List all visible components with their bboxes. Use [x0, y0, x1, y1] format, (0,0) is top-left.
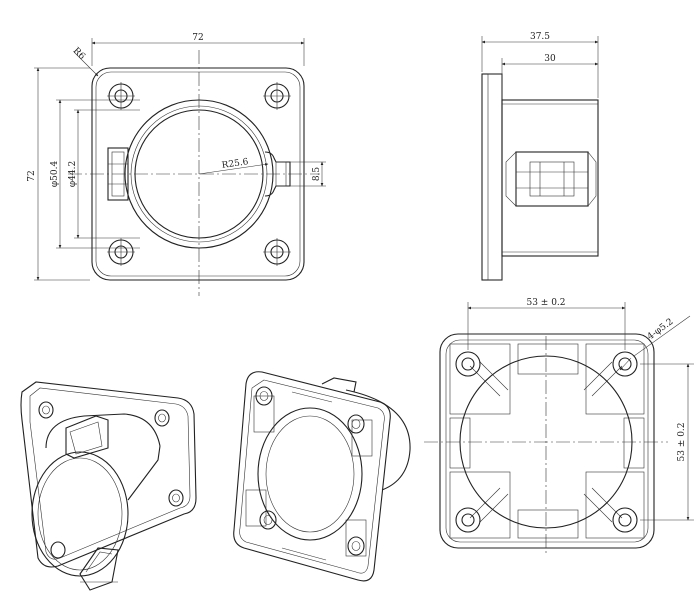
- dim-dia-44-2: φ44.2: [68, 161, 78, 187]
- dim-side-30: 30: [544, 54, 556, 64]
- dim-radius-25-6: R25.6: [221, 157, 249, 171]
- back-hole-tr: [612, 351, 638, 377]
- front-view: 72 72 φ50.4 φ44.2 R6 R25.6 8.5: [27, 33, 326, 296]
- back-hole-br: [612, 507, 638, 533]
- dim-back-53-vertical: 53 ± 0.2: [677, 422, 687, 461]
- dim-back-53-horizontal: 53 ± 0.2: [526, 298, 565, 308]
- dim-slot-8-5: 8.5: [312, 167, 322, 182]
- isometric-front: [20, 381, 197, 591]
- back-view: 53 ± 0.2 53 ± 0.2 4-φ5.2: [424, 298, 694, 556]
- back-hole-tl: [455, 351, 481, 377]
- back-hole-bl: [455, 507, 481, 533]
- dim-width-72: 72: [192, 33, 203, 43]
- side-view: 37.5 30: [481, 32, 599, 281]
- dim-height-72: 72: [27, 170, 37, 181]
- dim-side-37-5: 37.5: [530, 32, 550, 42]
- dim-dia-50-4: φ50.4: [50, 161, 60, 188]
- dim-corner-r6: R6: [71, 46, 87, 62]
- isometric-back: [233, 371, 411, 582]
